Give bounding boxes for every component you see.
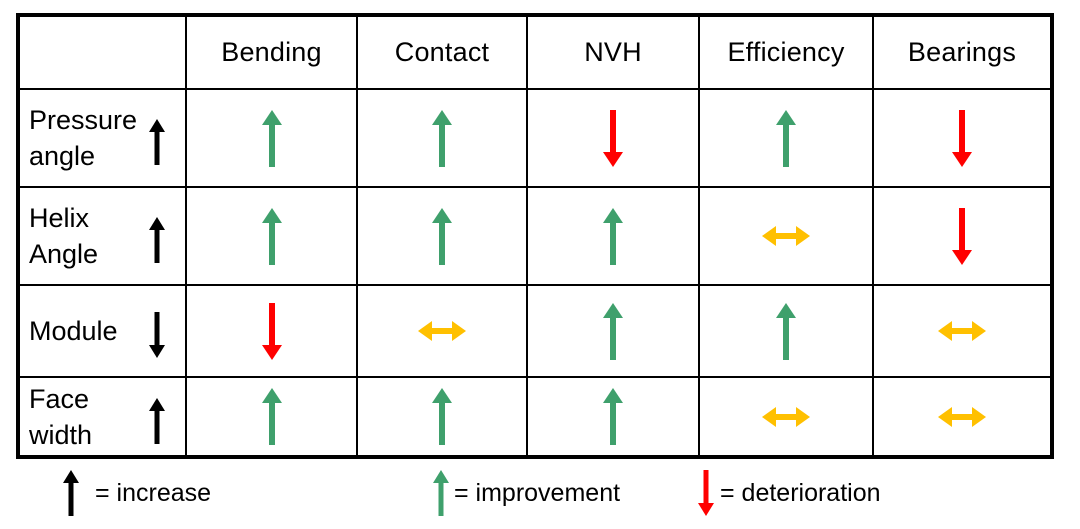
up-green-arrow-icon	[261, 109, 282, 167]
legend-label: = deterioration	[720, 478, 881, 507]
cell-face-width-nvh	[528, 378, 700, 455]
both-yellow-arrow-icon	[938, 406, 986, 427]
down-red-arrow-icon	[261, 302, 282, 360]
column-header-nvh: NVH	[528, 17, 700, 90]
row-label-line: Module	[29, 316, 118, 346]
up-green-arrow-icon	[261, 388, 282, 445]
cell-module-nvh	[528, 286, 700, 378]
cell-pressure-angle-contact	[358, 90, 528, 188]
legend: = increase = improvement = deterioration	[0, 468, 1080, 526]
up-green-arrow-icon	[776, 302, 796, 360]
up-green-arrow-icon	[432, 388, 452, 445]
up-green-arrow-icon	[432, 207, 452, 265]
row-label-line: Helix	[29, 203, 90, 233]
down-red-arrow-icon	[952, 109, 972, 167]
up-green-arrow-icon	[432, 109, 452, 167]
up-green-arrow-icon	[776, 109, 796, 167]
cell-face-width-efficiency	[700, 378, 874, 455]
legend-item-deterioration: = deterioration	[698, 470, 881, 516]
row-label-line: Pressure	[29, 105, 138, 135]
cell-helix-angle-contact	[358, 188, 528, 286]
cell-face-width-contact	[358, 378, 528, 455]
up-arrow-icon	[149, 217, 165, 263]
column-header-contact: Contact	[358, 17, 528, 90]
cell-module-bearings	[874, 286, 1050, 378]
cell-helix-angle-efficiency	[700, 188, 874, 286]
row-label-line: Angle	[29, 239, 99, 269]
legend-label: = improvement	[454, 478, 621, 507]
row-label: Pressure angle	[29, 102, 137, 174]
both-yellow-arrow-icon	[938, 321, 986, 341]
down-arrow-icon	[149, 312, 165, 358]
row-header-module: Module	[20, 286, 187, 378]
both-yellow-arrow-icon	[762, 406, 810, 427]
down-red-arrow-icon	[952, 207, 972, 265]
row-label-line: width	[29, 419, 93, 450]
row-label: Face width	[29, 381, 92, 453]
cell-helix-angle-bearings	[874, 188, 1050, 286]
cell-pressure-angle-efficiency	[700, 90, 874, 188]
row-label-line: angle	[29, 141, 96, 171]
cell-pressure-angle-nvh	[528, 90, 700, 188]
both-yellow-arrow-icon	[418, 321, 466, 341]
cell-helix-angle-nvh	[528, 188, 700, 286]
cell-module-contact	[358, 286, 528, 378]
cell-pressure-angle-bearings	[874, 90, 1050, 188]
up-arrow-icon	[149, 397, 165, 444]
down-red-arrow-icon	[698, 470, 714, 516]
cell-face-width-bearings	[874, 378, 1050, 455]
row-label-line: Face	[29, 383, 90, 414]
column-header-bending: Bending	[187, 17, 358, 90]
row-header-face-width: Face width	[20, 378, 187, 455]
up-arrow-icon	[149, 119, 165, 165]
up-green-arrow-icon	[603, 207, 623, 265]
both-yellow-arrow-icon	[762, 226, 810, 246]
column-header-bearings: Bearings	[874, 17, 1050, 90]
cell-module-bending	[187, 286, 358, 378]
legend-item-improvement: = improvement	[433, 470, 620, 516]
legend-item-increase: = increase	[63, 470, 211, 516]
cell-pressure-angle-bending	[187, 90, 358, 188]
legend-label: = increase	[95, 478, 212, 507]
up-black-arrow-icon	[63, 470, 79, 516]
up-green-arrow-icon	[261, 207, 282, 265]
cell-module-efficiency	[700, 286, 874, 378]
up-green-arrow-icon	[433, 470, 449, 516]
corner-cell	[20, 17, 187, 90]
up-green-arrow-icon	[603, 388, 623, 445]
row-label: Module	[29, 313, 118, 349]
up-green-arrow-icon	[603, 302, 623, 360]
cell-face-width-bending	[187, 378, 358, 455]
down-red-arrow-icon	[603, 109, 623, 167]
cell-helix-angle-bending	[187, 188, 358, 286]
row-header-pressure-angle: Pressure angle	[20, 90, 187, 188]
column-header-efficiency: Efficiency	[700, 17, 874, 90]
